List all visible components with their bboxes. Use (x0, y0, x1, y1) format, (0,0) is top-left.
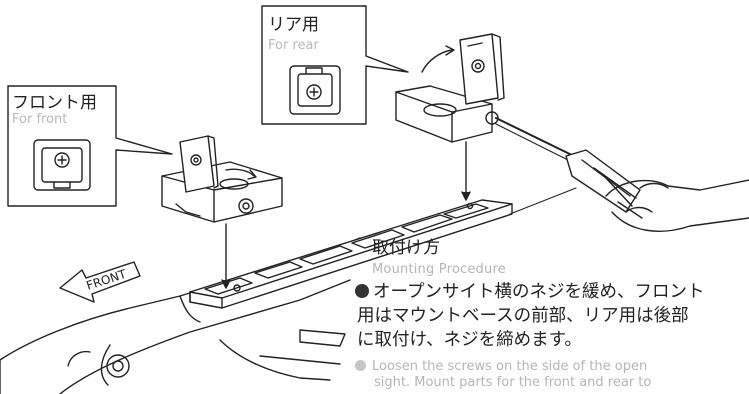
bullet-light (355, 360, 366, 371)
rifle-body (0, 237, 361, 394)
en-line-1: Loosen the screws on the side of the ope… (372, 359, 648, 374)
rear-callout-box (261, 5, 409, 125)
en-line-2: sight. Mount parts for the front and rea… (374, 375, 652, 390)
front-label-jp: フロント用 (12, 93, 97, 113)
jp-line-2: 用はマウントベースの前部、リア用は後部 (357, 306, 689, 326)
mount-base-rail (189, 199, 513, 309)
placement-guides (221, 141, 577, 289)
front-sight-part (161, 135, 283, 223)
front-label-en: For front (12, 112, 68, 127)
jp-line-1: オープンサイト横のネジを緩め、フロント (373, 282, 705, 302)
rear-label-en: For rear (268, 38, 319, 53)
rear-sight-part (395, 33, 505, 143)
procedure-subtitle: Mounting Procedure (372, 262, 506, 277)
procedure-step-en: Loosen the screws on the side of the ope… (355, 359, 749, 391)
jp-line-3: に取付け、ネジを締めます。 (357, 330, 582, 350)
bullet-dark (355, 284, 369, 298)
rear-label-jp: リア用 (268, 15, 319, 35)
front-direction-arrow (59, 261, 141, 303)
screwdriver-hand (495, 117, 749, 232)
procedure-step-jp: オープンサイト横のネジを緩め、フロント 用はマウントベースの前部、リア用は後部 … (355, 280, 749, 352)
front-callout-box (7, 85, 173, 207)
procedure-title: 取付け方 (372, 238, 440, 258)
